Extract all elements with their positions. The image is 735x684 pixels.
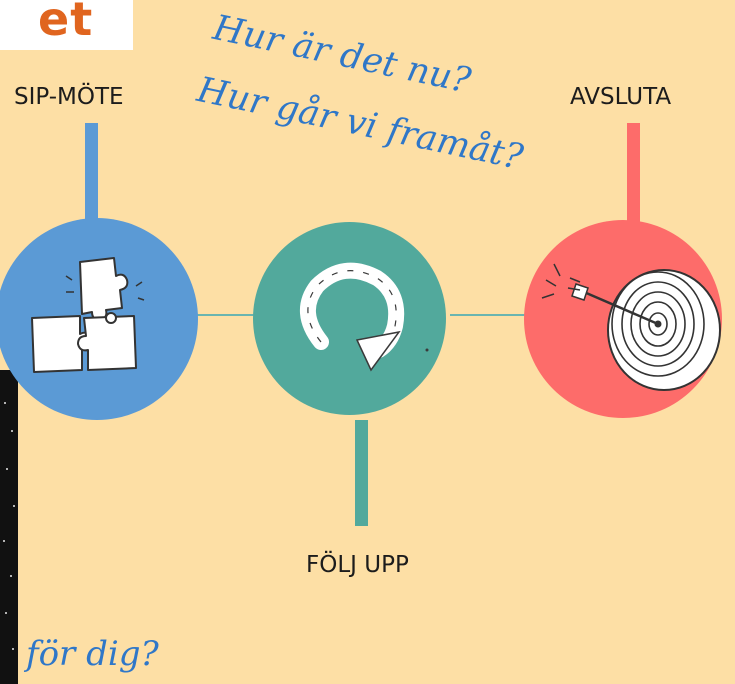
stem-sip-mote	[85, 123, 98, 223]
step-circle-sip-mote	[0, 218, 198, 420]
speckle	[12, 648, 14, 650]
speckle	[10, 575, 12, 577]
connector-left	[180, 314, 270, 316]
step-label-sip-mote: SIP-MÖTE	[14, 84, 124, 110]
title-fragment: et	[38, 0, 94, 46]
speckle	[3, 540, 5, 542]
target-arrow-icon	[541, 263, 721, 391]
handwritten-bottom-text: för dig?	[26, 634, 159, 674]
step-circle-folj-upp	[253, 222, 446, 415]
stem-avsluta	[627, 123, 640, 223]
puzzle-pieces-icon	[31, 257, 145, 373]
title-background	[0, 0, 133, 50]
stem-folj-upp	[355, 420, 368, 526]
step-label-folj-upp: FÖLJ UPP	[306, 552, 409, 578]
speckle	[11, 430, 13, 432]
handwritten-question-2: Hur går vi framåt?	[193, 70, 527, 179]
step-label-avsluta: AVSLUTA	[570, 84, 672, 110]
circular-arrow-icon	[299, 262, 429, 372]
speckle	[6, 468, 8, 470]
step-circle-avsluta	[524, 220, 722, 418]
speckle	[13, 505, 15, 507]
speckle	[5, 612, 7, 614]
speckle	[4, 402, 6, 404]
connector-right	[450, 314, 540, 316]
side-photo-strip	[0, 370, 18, 684]
